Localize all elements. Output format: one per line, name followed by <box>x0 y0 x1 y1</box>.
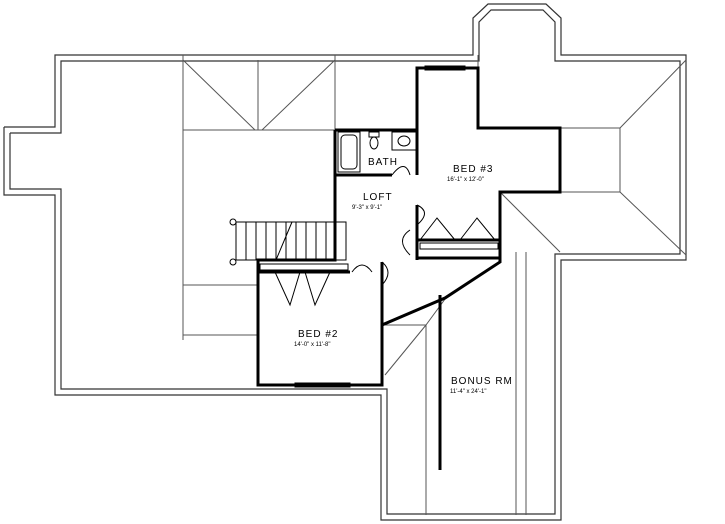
roof-eave-inner <box>9 9 681 515</box>
roof-line <box>182 59 256 131</box>
window <box>294 382 351 388</box>
bath-loft-wall <box>256 66 562 387</box>
roof-eave-outer <box>3 3 687 521</box>
roof-line <box>619 191 687 256</box>
walls <box>256 66 562 470</box>
closet-shelf <box>259 263 349 271</box>
closet-shelf <box>419 242 499 250</box>
closet-door <box>459 217 496 241</box>
bed3-name: BED #3 <box>453 164 493 175</box>
closet-door <box>304 271 331 307</box>
bath-name: BATH <box>368 157 398 168</box>
roof-outline <box>3 3 687 521</box>
stair <box>229 218 347 266</box>
roof-line <box>425 294 449 326</box>
bed3-dims: 16'-1" x 12'-0" <box>447 177 484 183</box>
bonus-dims: 11'-4" x 24'-1" <box>450 389 486 395</box>
bed2-name: BED #2 <box>298 329 338 340</box>
room-labels: BATH LOFT 9'-3" x 9'-1" BED #3 16'-1" x … <box>294 157 513 395</box>
stair-newel <box>229 218 237 226</box>
door-swing <box>381 261 389 286</box>
bath-fixtures <box>337 131 417 173</box>
closet-door <box>419 217 456 241</box>
stair-newel <box>229 258 237 266</box>
bed2-dims: 14'-0" x 11'-8" <box>294 342 330 348</box>
loft-dims: 9'-3" x 9'-1" <box>352 205 382 211</box>
vanity <box>391 131 417 151</box>
toilet-tank <box>368 131 380 138</box>
bonus-name: BONUS RM <box>451 376 513 387</box>
window <box>424 65 466 71</box>
closet-door <box>274 271 301 307</box>
stair-break <box>275 221 293 261</box>
roof-line <box>619 59 687 129</box>
sink <box>397 135 411 147</box>
bathtub <box>337 131 361 173</box>
loft-name: LOFT <box>363 192 393 203</box>
door-swing <box>416 204 425 226</box>
roof-line <box>384 324 427 376</box>
stair-outline <box>235 221 347 261</box>
roof-line <box>261 59 336 131</box>
bathtub-inner <box>340 134 358 170</box>
toilet <box>369 136 379 150</box>
door-swing <box>391 166 411 176</box>
doors <box>259 65 499 388</box>
door-swing <box>351 264 373 273</box>
door-swing <box>402 229 411 256</box>
roof-line <box>499 191 561 253</box>
